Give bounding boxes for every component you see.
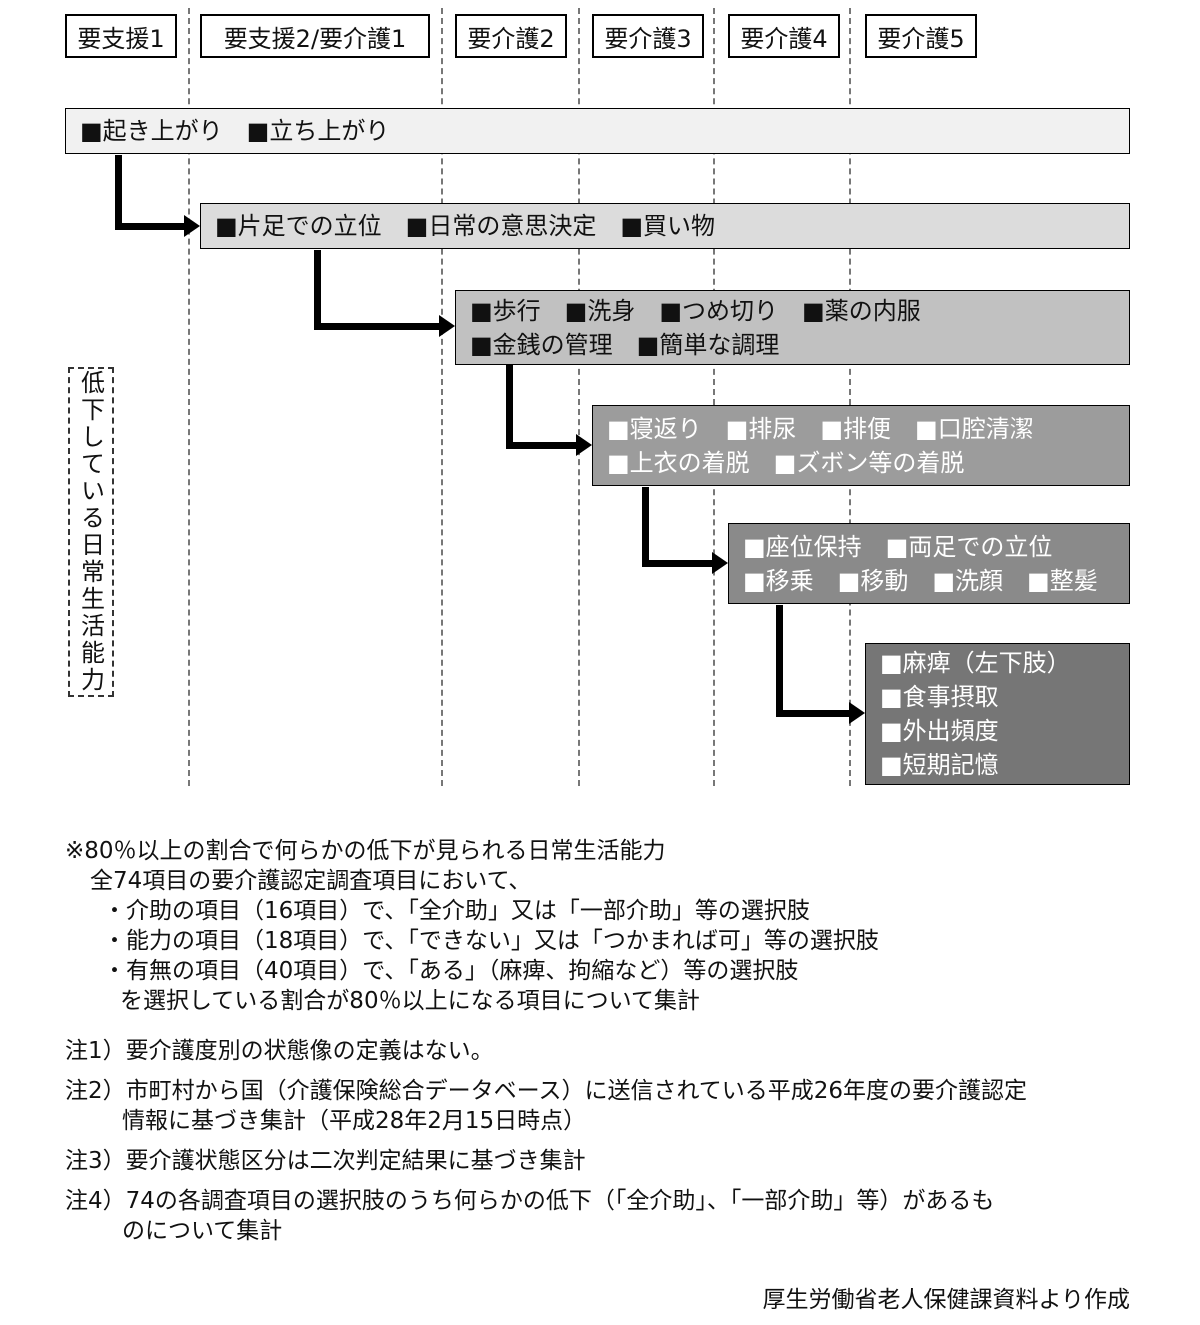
- stair-box-3-line-1: ■歩行 ■洗身 ■つめ切り ■薬の内服: [470, 296, 921, 325]
- footnote-4-line-1: 注4）74の各調査項目の選択肢のうち何らかの低下（「全介助」、「一部介助」等）が…: [65, 1188, 995, 1214]
- side-label-text: 低下している日常生活能力: [76, 370, 105, 694]
- stair-box-1-line-1: ■起き上がり ■立ち上がり: [80, 117, 390, 145]
- stair-box-4-line-2: ■上衣の着脱 ■ズボン等の着脱: [607, 448, 965, 477]
- column-separator-2: [441, 8, 443, 786]
- header-level-3: 要介護2: [455, 14, 567, 58]
- stair-box-1: ■起き上がり ■立ち上がり: [65, 108, 1130, 154]
- arrow-horizontal-segment: [314, 323, 439, 330]
- arrowhead-right-icon: [439, 315, 455, 337]
- arrow-horizontal-segment: [506, 442, 576, 449]
- stair-box-5: ■座位保持 ■両足での立位 ■移乗 ■移動 ■洗顔 ■整髪: [728, 523, 1130, 604]
- footnote-3: 注3）要介護状態区分は二次判定結果に基づき集計: [65, 1148, 586, 1174]
- header-level-2: 要支援2/要介護1: [200, 14, 430, 58]
- stair-box-3-line-2: ■金銭の管理 ■簡単な調理: [470, 330, 780, 359]
- stair-box-4: ■寝返り ■排尿 ■排便 ■口腔清潔 ■上衣の着脱 ■ズボン等の着脱: [592, 405, 1130, 486]
- stair-box-2: ■片足での立位 ■日常の意思決定 ■買い物: [200, 203, 1130, 249]
- header-level-4: 要介護3: [592, 14, 704, 58]
- column-separator-4: [713, 8, 715, 786]
- header-level-3-label: 要介護2: [467, 24, 555, 53]
- stair-box-6: ■麻痺（左下肢） ■食事摂取 ■外出頻度 ■短期記憶: [865, 643, 1130, 785]
- source-attribution: 厚生労働省老人保健課資料より作成: [762, 1287, 1130, 1313]
- note-bullet-2: ・能力の項目（18項目）で、「できない」又は「つかまれば可」等の選択肢: [103, 928, 879, 954]
- header-level-6-label: 要介護5: [877, 24, 965, 53]
- note-intro: 全74項目の要介護認定調査項目において、: [90, 868, 532, 894]
- footnote-2-line-1: 注2）市町村から国（介護保険総合データベース）に送信されている平成26年度の要介…: [65, 1078, 1028, 1104]
- note-header: ※80％以上の割合で何らかの低下が見られる日常生活能力: [65, 838, 666, 864]
- footnote-4-line-2: のについて集計: [122, 1218, 283, 1244]
- arrowhead-right-icon: [184, 215, 200, 237]
- stair-box-4-line-1: ■寝返り ■排尿 ■排便 ■口腔清潔: [607, 414, 1034, 443]
- arrow-vertical-segment: [115, 155, 122, 230]
- header-level-1: 要支援1: [65, 14, 177, 58]
- footnote-2-line-2: 情報に基づき集計（平成28年2月15日時点）: [122, 1108, 587, 1134]
- header-level-2-label: 要支援2/要介護1: [223, 24, 407, 53]
- header-level-5-label: 要介護4: [740, 24, 828, 53]
- footnote-1: 注1）要介護度別の状態像の定義はない。: [65, 1038, 494, 1064]
- side-label-declining-daily-abilities: 低下している日常生活能力: [68, 367, 114, 697]
- arrowhead-right-icon: [849, 702, 865, 724]
- column-separator-1: [188, 8, 190, 786]
- stair-box-6-line-4: ■短期記憶: [880, 751, 999, 779]
- stair-box-6-line-2: ■食事摂取: [880, 683, 999, 711]
- arrow-vertical-segment: [506, 365, 513, 449]
- arrow-horizontal-segment: [115, 223, 185, 230]
- column-separator-5: [849, 8, 851, 786]
- note-closing: を選択している割合が80％以上になる項目について集計: [120, 988, 700, 1014]
- arrowhead-right-icon: [712, 552, 728, 574]
- column-separator-3: [578, 8, 580, 786]
- note-bullet-3: ・有無の項目（40項目）で、「ある」（麻痺、拘縮など）等の選択肢: [103, 958, 799, 984]
- header-level-6: 要介護5: [865, 14, 977, 58]
- stair-box-5-line-1: ■座位保持 ■両足での立位: [743, 532, 1053, 561]
- note-bullet-1: ・介助の項目（16項目）で、「全介助」又は「一部介助」等の選択肢: [103, 898, 810, 924]
- arrow-vertical-segment: [642, 487, 649, 567]
- header-level-4-label: 要介護3: [604, 24, 692, 53]
- header-level-5: 要介護4: [728, 14, 840, 58]
- arrow-horizontal-segment: [776, 710, 849, 717]
- arrow-vertical-segment: [776, 605, 783, 717]
- arrowhead-right-icon: [576, 434, 592, 456]
- arrow-horizontal-segment: [642, 560, 712, 567]
- stair-box-6-line-1: ■麻痺（左下肢）: [880, 649, 1071, 677]
- header-level-1-label: 要支援1: [77, 24, 165, 53]
- stair-box-5-line-2: ■移乗 ■移動 ■洗顔 ■整髪: [743, 566, 1098, 595]
- arrow-vertical-segment: [314, 250, 321, 330]
- stair-box-2-line-1: ■片足での立位 ■日常の意思決定 ■買い物: [215, 212, 716, 240]
- stair-box-3: ■歩行 ■洗身 ■つめ切り ■薬の内服 ■金銭の管理 ■簡単な調理: [455, 290, 1130, 365]
- stair-box-6-line-3: ■外出頻度: [880, 717, 999, 745]
- notes-section: ※80％以上の割合で何らかの低下が見られる日常生活能力 全74項目の要介護認定調…: [65, 836, 1140, 1246]
